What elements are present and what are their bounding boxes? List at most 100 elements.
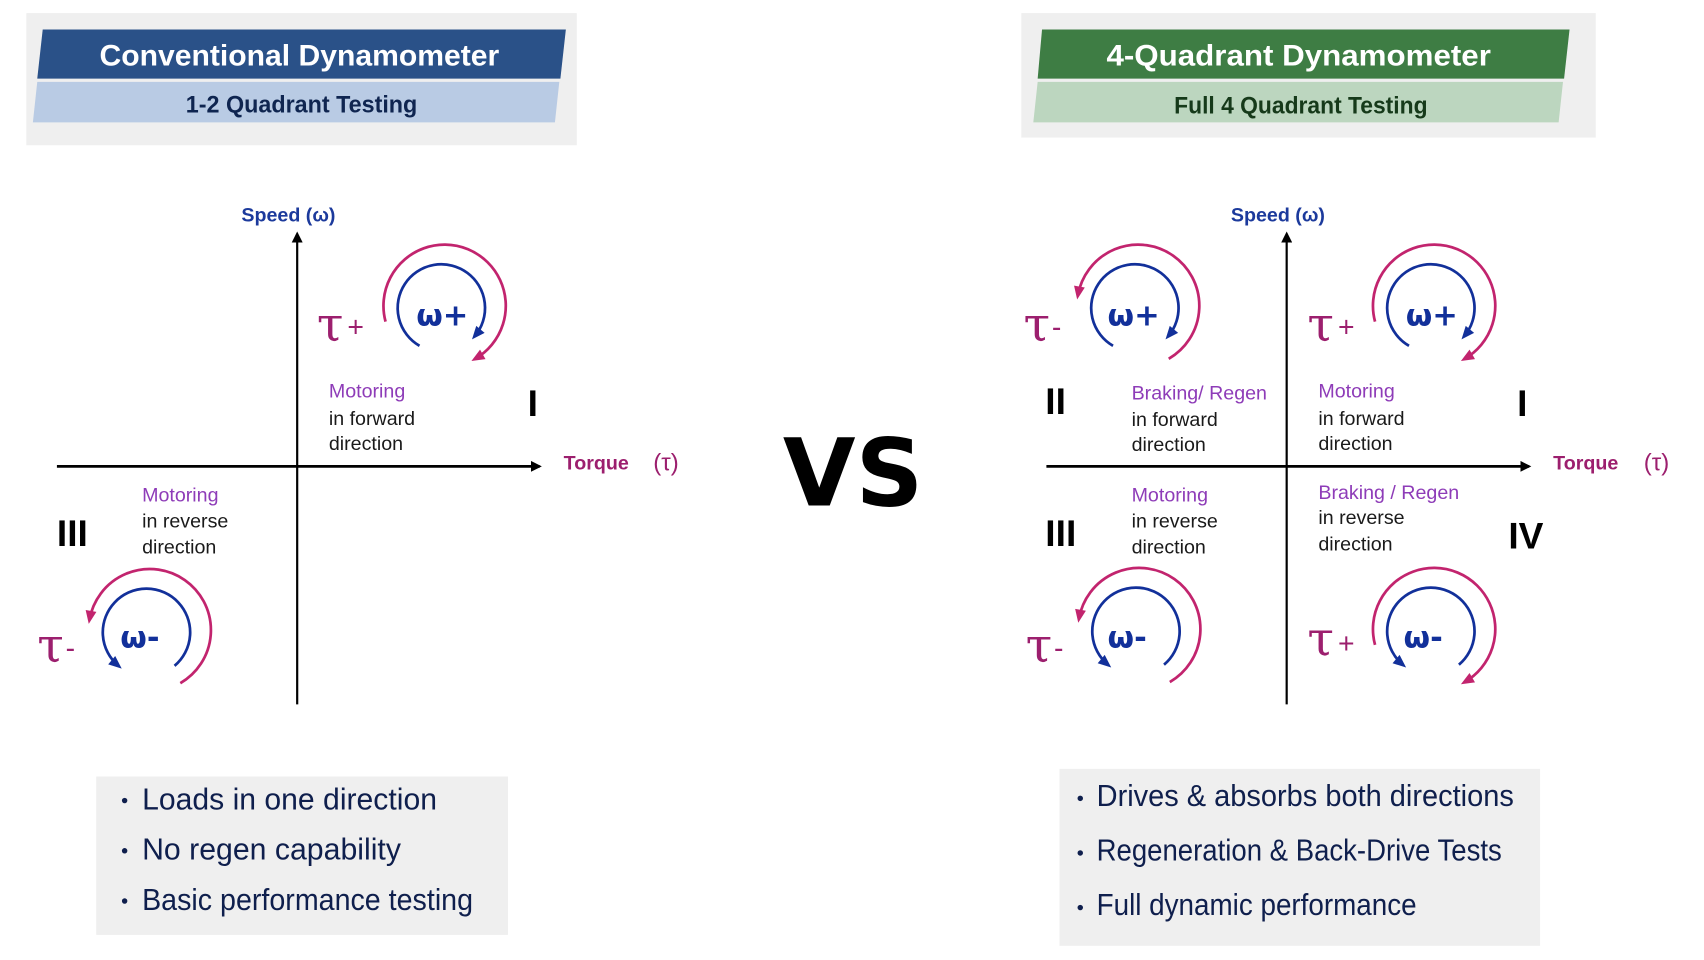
torque-rotation-arc [1371,566,1497,684]
right-subtitle: Full 4 Quadrant Testing [1174,93,1427,120]
right-q1-mode: Motoring [1318,381,1394,403]
bullet-dot [121,797,128,804]
right-q4-roman: IV [1508,514,1543,556]
bullet-dot [1077,850,1083,856]
right-title: 4-Quadrant Dynamometer [1106,40,1491,73]
right-bullet-2: Regeneration & Back-Drive Tests [1097,834,1502,868]
right-q3-tau-sign: - [1054,632,1063,664]
speed-rotation-arc [1090,586,1182,666]
right-q3-line2: direction [1132,537,1206,559]
left-subtitle: 1-2 Quadrant Testing [186,91,418,118]
left-q3-line2: direction [142,537,216,559]
left-q3-tau-sign: - [66,632,75,664]
left-q3-line1: in reverse [142,511,228,533]
left-q1-line2: direction [329,433,403,455]
right-q2-line2: direction [1132,434,1206,456]
right-q4-omega: ω- [1404,621,1443,656]
torque-rotation-arrowhead [1460,349,1475,361]
right-q3-omega: ω- [1108,621,1147,656]
torque-rotation-arrowhead [1074,285,1085,300]
left-subtitle-banner [32,81,560,123]
right-q2-line1: in forward [1132,409,1218,431]
right-q4-tau: τ [1307,611,1334,667]
bullet-dot [1077,795,1083,802]
left-q1-mode: Motoring [329,381,405,403]
left-title: Conventional Dynamometer [100,40,500,73]
left-q3-omega: ω- [120,621,159,656]
left-q1-line1: in forward [329,408,415,430]
right-q2-rotation-icon [1074,243,1201,360]
right-torque-label: Torque [1553,453,1618,475]
right-bullet-background [1059,768,1541,946]
right-q3-tau: τ [1026,618,1053,674]
left-quadrant-chart: Speed (ω) Torque (τ) Motoring in forward… [37,205,679,705]
right-title-banner [1037,29,1570,79]
right-q3-line1: in reverse [1132,511,1218,533]
left-q3-mode: Motoring [142,484,218,506]
right-q4-line1: in reverse [1318,507,1404,529]
right-quadrant-chart: Speed (ω) Torque (τ) Motoring in forward… [1023,205,1669,705]
speed-rotation-arc [1385,586,1476,666]
bullet-dot [121,848,128,854]
left-bullet-3: Basic performance testing [142,883,473,917]
torque-rotation-arrowhead [1075,608,1086,623]
right-header: 4-Quadrant Dynamometer Full 4 Quadrant T… [1021,13,1596,138]
right-q1-rotation-icon [1371,243,1497,361]
bullet-dot [1077,904,1083,911]
right-q4-line2: direction [1318,533,1392,555]
left-bullet-panel: Loads in one direction No regen capabili… [96,776,508,935]
right-q1-line2: direction [1318,433,1392,455]
right-q4-rotation-icon [1371,566,1497,685]
torque-rotation-arc [1077,566,1202,684]
vs-label: VS [783,420,923,529]
torque-rotation-arc [1371,243,1497,360]
right-q2-omega: ω+ [1108,298,1160,333]
right-q1-roman: I [1517,382,1527,424]
speed-rotation-arrowhead [472,325,485,340]
torque-rotation-arc [88,567,213,685]
right-subtitle-banner [1033,81,1563,123]
right-q1-line1: in forward [1318,408,1404,430]
left-title-banner [37,29,566,79]
left-q1-rotation-icon [382,243,508,361]
right-bullet-3: Full dynamic performance [1097,888,1417,922]
right-q2-roman: II [1045,380,1066,422]
left-q3-roman: III [57,512,88,554]
left-q1-tau: τ [317,297,344,353]
speed-rotation-arc [396,262,487,348]
speed-rotation-arrowhead [1165,325,1179,340]
right-speed-label: Speed (ω) [1231,205,1325,227]
speed-rotation-arc [1089,262,1180,348]
right-q4-tau-sign: + [1338,628,1355,660]
right-q1-tau: τ [1307,297,1334,353]
right-q2-mode: Braking/ Regen [1132,383,1267,405]
left-torque-label: Torque [564,453,629,475]
right-q1-tau-sign: + [1338,311,1355,343]
left-bullet-2: No regen capability [142,833,402,867]
torque-rotation-arrowhead [1460,672,1475,685]
right-q3-roman: III [1045,512,1076,554]
left-q1-tau-sign: + [347,311,364,343]
right-q1-omega: ω+ [1406,298,1458,333]
speed-rotation-arrowhead [1461,325,1475,340]
right-torque-symbol: (τ) [1644,450,1669,477]
right-q4-mode: Braking / Regen [1318,482,1459,504]
left-q1-omega: ω+ [416,298,468,333]
left-header: Conventional Dynamometer 1-2 Quadrant Te… [26,13,577,146]
right-q2-tau-sign: - [1052,311,1061,343]
torque-rotation-arrowhead [471,349,486,361]
right-bullet-1: Drives & absorbs both directions [1097,779,1514,813]
speed-rotation-arc [101,587,192,667]
left-q3-rotation-icon [85,567,213,685]
left-speed-label: Speed (ω) [241,205,335,227]
torque-rotation-arrowhead [85,609,97,624]
right-q3-mode: Motoring [1132,484,1208,506]
left-torque-symbol: (τ) [653,450,678,477]
torque-rotation-arc [382,243,508,360]
right-q3-rotation-icon [1075,566,1202,684]
torque-rotation-arc [1076,243,1201,360]
speed-rotation-arrowhead [1392,654,1407,668]
bullet-dot [121,898,128,904]
speed-rotation-arrowhead [108,656,122,669]
